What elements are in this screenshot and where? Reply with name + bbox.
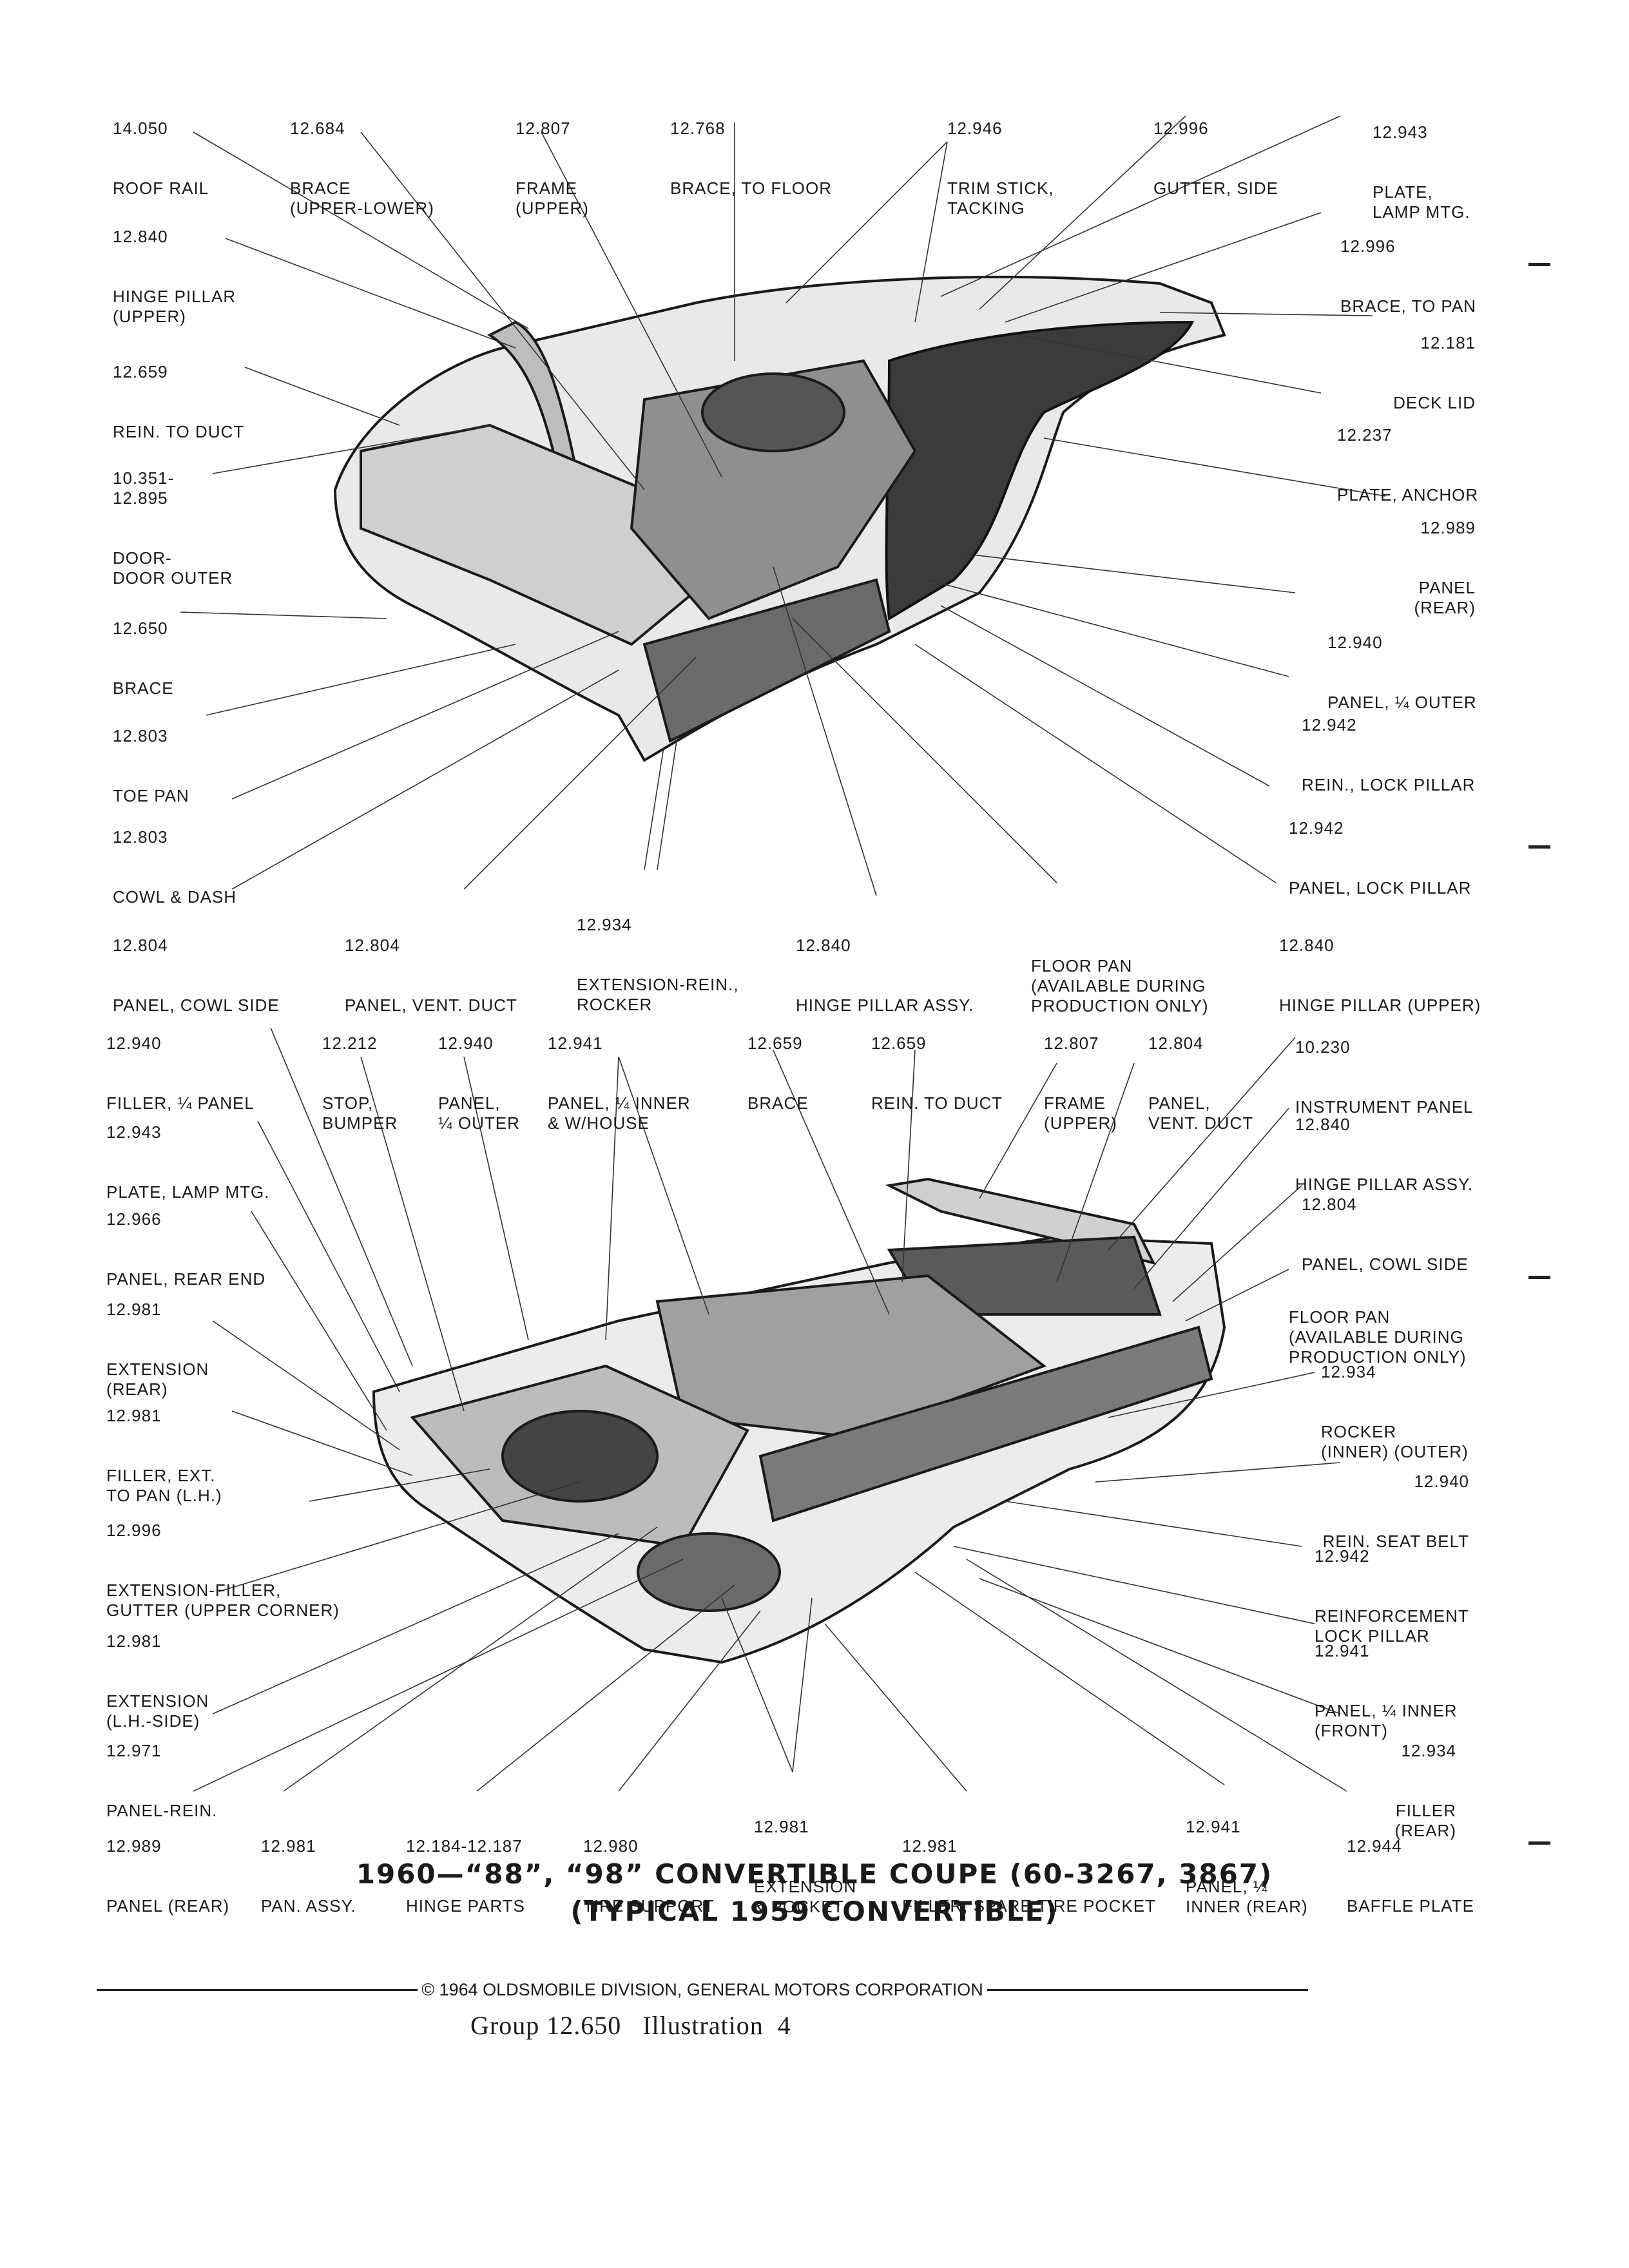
copyright-rule-right [987,1988,1308,1991]
callout-instrument-panel: 10.230 INSTRUMENT PANEL [1295,1037,1474,1117]
callout-rein-to-duct-bottom: 12.659 REIN. TO DUCT [871,1033,1003,1113]
callout-baffle-plate: 12.944 BAFFLE PLATE [1347,1836,1474,1916]
bottom-wheel-house [501,1410,659,1503]
bottom-body-shell [372,1177,1226,1664]
callout-brace-12650: 12.650 BRACE [113,619,174,698]
callout-brace-to-pan: 12.996 BRACE, TO PAN [1340,236,1476,316]
callout-rocker-inner-outer: 12.934 ROCKER (INNER) (OUTER) [1321,1362,1469,1461]
callout-panel-vent-duct-top: 12.804 PANEL, VENT. DUCT [345,936,517,1015]
callout-rein-to-duct-top: 12.659 REIN. TO DUCT [113,362,245,441]
margin-mark [1528,845,1550,849]
callout-reinforcement-lock-pillar: 12.942 REINFORCEMENT LOCK PILLAR [1315,1546,1469,1646]
callout-rein-lock-pillar: 12.942 REIN., LOCK PILLAR [1302,715,1476,794]
callout-frame-upper: 12.807 FRAME (UPPER) [516,119,589,218]
callout-extension-rear: 12.981 EXTENSION (REAR) [106,1300,209,1399]
callout-panel-rear-top: 12.989 PANEL (REAR) [1414,518,1476,617]
caption-line-1: 1960—“88”, “98” CONVERTIBLE COUPE (60-32… [356,1858,1273,1890]
callout-panel-quarter-inner-wheelhouse: 12.941 PANEL, ¼ INNER & W/HOUSE [548,1033,691,1133]
callout-stop-bumper: 12.212 STOP, BUMPER [322,1033,398,1133]
callout-brace-to-floor: 12.768 BRACE, TO FLOOR [670,119,832,198]
callout-gutter-side: 12.996 GUTTER, SIDE [1153,119,1279,198]
bottom-spare-tire-pocket [637,1532,781,1612]
callout-panel-rear-end: 12.966 PANEL, REAR END [106,1209,266,1289]
callout-filler-rear: 12.934 FILLER (REAR) [1394,1741,1456,1840]
callout-hinge-pillar-upper: 12.840 HINGE PILLAR (UPPER) [113,227,236,326]
callout-hinge-pillar-upper-right: 12.840 HINGE PILLAR (UPPER) [1279,936,1481,1015]
callout-toe-pan: 12.803 TOE PAN [113,726,189,805]
figure-caption: 1960—“88”, “98” CONVERTIBLE COUPE (60-32… [0,1856,1629,1930]
copyright-rule-left [97,1988,418,1991]
callout-door-outer: 10.351- 12.895 DOOR- DOOR OUTER [113,468,233,588]
callout-roof-rail: 14.050 ROOF RAIL [113,119,209,198]
callout-panel-cowl-side-bottom: 12.804 PANEL, COWL SIDE [1302,1195,1469,1274]
callout-panel-rein: 12.971 PANEL-REIN. [106,1741,218,1820]
copyright-row: © 1964 OLDSMOBILE DIVISION, GENERAL MOTO… [97,1977,1308,2003]
callout-panel-quarter-inner-front: 12.941 PANEL, ¼ INNER (FRONT) [1315,1641,1458,1740]
callout-extension-filler-gutter: 12.996 EXTENSION-FILLER, GUTTER (UPPER C… [106,1521,340,1620]
callout-tire-support: 12.980 TIRE SUPPORT [583,1836,715,1916]
margin-mark [1528,263,1550,266]
margin-mark [1528,1841,1550,1845]
bottom-rocker [758,1325,1213,1523]
callout-filler-quarter-panel: 12.940 FILLER, ¼ PANEL [106,1033,255,1113]
callout-hinge-pillar-assy-top: 12.840 HINGE PILLAR ASSY. [796,936,974,1015]
callout-extension-lh-side: 12.981 EXTENSION (L.H.-SIDE) [106,1631,209,1731]
callout-panel-cowl-side-top: 12.804 PANEL, COWL SIDE [113,936,280,1015]
top-leader-lines [180,115,1386,896]
callout-extension-pocket: 12.981 EXTENSION & POCKET [754,1817,857,1916]
callout-brace-12659: 12.659 BRACE [747,1033,809,1113]
callout-floor-pan-bottom: FLOOR PAN (AVAILABLE DURING PRODUCTION O… [1289,1307,1467,1367]
callout-cowl-dash: 12.803 COWL & DASH [113,827,237,907]
group-illustration-reference: Group 12.650 Illustration 4 [470,2011,791,2040]
callout-trim-stick-tacking: 12.946 TRIM STICK, TACKING [947,119,1054,218]
callout-panel-rear-bottom: 12.989 PANEL (REAR) [106,1836,230,1916]
bottom-leader-lines [193,1027,1347,1792]
callout-rein-seat-belt: 12.940 REIN. SEAT BELT [1322,1472,1469,1551]
callout-frame-upper-bottom: 12.807 FRAME (UPPER) [1044,1033,1117,1133]
callout-floor-pan-top: FLOOR PAN (AVAILABLE DURING PRODUCTION O… [1031,956,1209,1015]
callout-hinge-parts: 12.184-12.187 HINGE PARTS [406,1836,525,1916]
top-tire-well [701,372,845,452]
top-toe-rocker [642,578,891,743]
callout-extension-rein-rocker: 12.934 EXTENSION-REIN., ROCKER [577,915,739,1014]
top-body-shell [333,276,1226,762]
callout-plate-lamp-mtg-bottom: 12.943 PLATE, LAMP MTG. [106,1122,270,1202]
callout-pan-assy: 12.981 PAN. ASSY. [261,1836,356,1916]
callout-plate-lamp-mtg-top: 12.943 PLATE, LAMP MTG. [1373,122,1470,222]
callout-panel-quarter-outer-top: 12.940 PANEL, ¼ OUTER [1327,633,1477,712]
top-cowl [360,423,711,646]
caption-line-2: (TYPICAL 1959 CONVERTIBLE) [570,1896,1059,1927]
top-rear-quarter [885,320,1195,621]
margin-mark [1528,1276,1550,1279]
callout-filler-ext-to-pan: 12.981 FILLER, EXT. TO PAN (L.H.) [106,1406,222,1505]
callout-panel-quarter-outer-bottom: 12.940 PANEL, ¼ OUTER [438,1033,520,1133]
callout-brace-upper-lower: 12.684 BRACE (UPPER-LOWER) [290,119,434,218]
copyright-notice: © 1964 OLDSMOBILE DIVISION, GENERAL MOTO… [421,1979,983,1999]
callout-panel-lock-pillar: 12.942 PANEL, LOCK PILLAR [1289,818,1472,898]
callout-panel-vent-duct-bottom: 12.804 PANEL, VENT. DUCT [1148,1033,1254,1133]
top-floor [630,359,917,620]
callout-deck-lid: 12.181 DECK LID [1393,333,1476,412]
callout-plate-anchor: 12.237 PLATE, ANCHOR [1337,425,1479,505]
callout-hinge-pillar-assy-bottom: 12.840 HINGE PILLAR ASSY. [1295,1115,1474,1194]
callout-panel-quarter-inner-rear: 12.941 PANEL, ¼ INNER (REAR) [1186,1817,1308,1916]
callout-filler-spare-tire-pocket: 12.981 FILLER, SPARE TIRE POCKET [902,1836,1156,1916]
